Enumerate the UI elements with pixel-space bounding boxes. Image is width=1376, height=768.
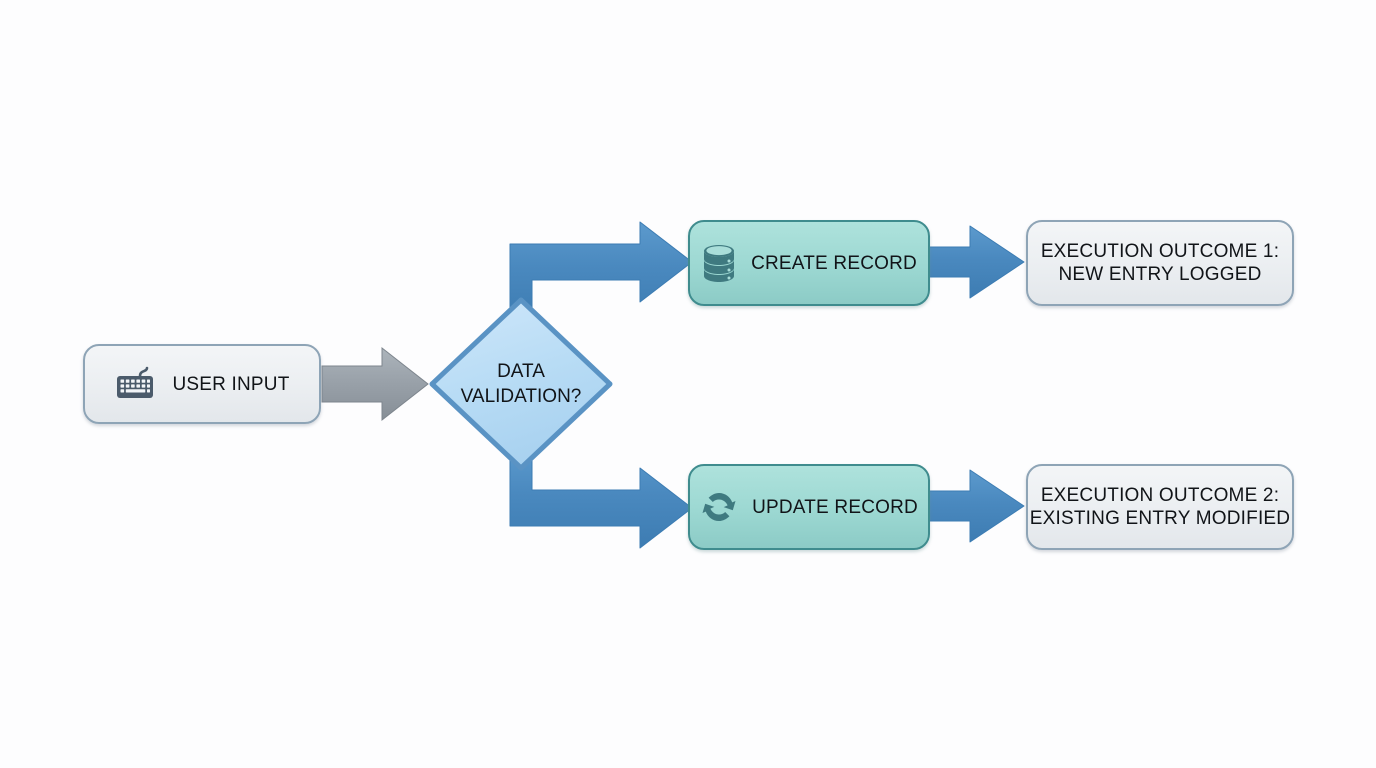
node-update-record[interactable]: UPDATE RECORD <box>688 464 930 550</box>
node-decision-data-validation[interactable]: DATA VALIDATION? <box>428 296 614 472</box>
connector-user-input-to-decision <box>321 346 429 422</box>
keyboard-icon <box>114 365 158 403</box>
database-icon <box>701 243 737 283</box>
node-update-record-label: UPDATE RECORD <box>752 496 918 518</box>
node-execution-outcome-2[interactable]: EXECUTION OUTCOME 2: EXISTING ENTRY MODI… <box>1026 464 1294 550</box>
node-create-record-label: CREATE RECORD <box>751 252 917 274</box>
node-user-input[interactable]: USER INPUT <box>83 344 321 424</box>
node-execution-outcome-1-label: EXECUTION OUTCOME 1: NEW ENTRY LOGGED <box>1040 241 1280 285</box>
node-user-input-label: USER INPUT <box>172 373 290 395</box>
node-execution-outcome-1[interactable]: EXECUTION OUTCOME 1: NEW ENTRY LOGGED <box>1026 220 1294 306</box>
node-execution-outcome-2-label: EXECUTION OUTCOME 2: EXISTING ENTRY MODI… <box>1029 485 1291 529</box>
refresh-sync-icon <box>700 488 738 526</box>
connector-create-record-to-outcome-1 <box>928 225 1025 299</box>
node-create-record[interactable]: CREATE RECORD <box>688 220 930 306</box>
connector-update-record-to-outcome-2 <box>928 469 1025 543</box>
